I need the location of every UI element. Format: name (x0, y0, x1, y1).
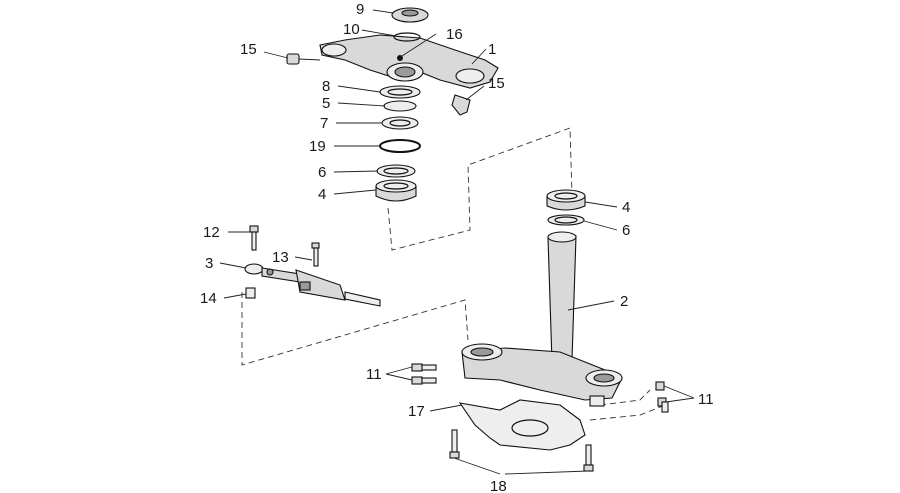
callout-6-left: 6 (318, 164, 326, 181)
callout-labels: 9 10 16 15 1 15 8 5 7 19 6 4 4 6 2 12 13… (200, 1, 714, 493)
screw-13 (311, 242, 320, 267)
bolt-15-left (286, 53, 321, 65)
callout-18: 18 (490, 478, 507, 493)
callout-10: 10 (343, 21, 360, 38)
callout-4-left: 4 (318, 186, 326, 203)
upper-bearing-stack (375, 85, 421, 202)
callout-14: 14 (200, 290, 217, 307)
top-nut-cap (391, 7, 429, 23)
callout-13: 13 (272, 249, 289, 266)
leader-lines (219, 9, 695, 475)
upper-triple-clamp (319, 34, 499, 89)
screw-12 (249, 225, 259, 251)
callout-15-right: 15 (488, 75, 505, 92)
lower-triple-clamp (461, 231, 623, 407)
callout-7: 7 (320, 115, 328, 132)
callout-12: 12 (203, 224, 220, 241)
callout-9: 9 (356, 1, 364, 18)
callout-5: 5 (322, 95, 330, 112)
callout-19: 19 (309, 138, 326, 155)
callout-8: 8 (322, 78, 330, 95)
assembly-guide-lines (241, 127, 666, 421)
callout-11-left: 11 (366, 366, 382, 383)
steering-damper (244, 263, 381, 307)
lower-cover-plate (458, 399, 586, 451)
callout-17: 17 (408, 403, 425, 420)
lower-bearing-stack (546, 189, 586, 226)
callout-11-right: 11 (698, 391, 714, 408)
callout-2: 2 (620, 293, 628, 310)
bushing-14 (245, 287, 256, 299)
bolt-15-right (451, 94, 471, 116)
callout-1: 1 (488, 41, 496, 58)
callout-6-right: 6 (622, 222, 630, 239)
callout-4-right: 4 (622, 199, 630, 216)
callout-16: 16 (446, 26, 463, 43)
callout-3: 3 (205, 255, 213, 272)
screws-18 (449, 429, 594, 472)
washer-10 (393, 32, 421, 42)
callout-15-left: 15 (240, 41, 257, 58)
bolts-11-left (411, 363, 437, 385)
